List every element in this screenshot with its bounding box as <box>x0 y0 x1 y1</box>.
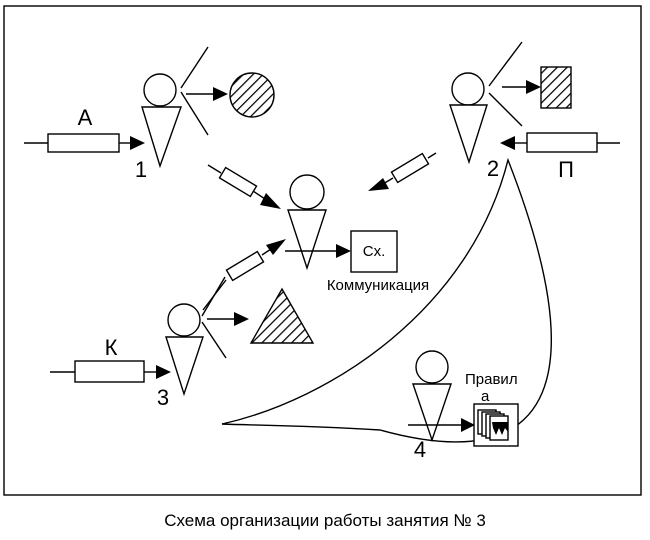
label-number-2: 2 <box>487 156 499 181</box>
rules-label-line1: Правил <box>465 371 518 388</box>
arrow-to-rules-box <box>408 418 475 432</box>
rules-label-line2: а <box>481 388 490 405</box>
input-a-connector <box>24 133 145 153</box>
label-number-1: 1 <box>135 157 147 182</box>
communication-label: Коммуникация <box>327 277 429 294</box>
arrow-to-square <box>502 80 541 94</box>
label-k: К <box>105 335 118 360</box>
label-a: А <box>78 105 93 130</box>
rules-box <box>473 403 519 447</box>
documents-icon <box>477 409 509 441</box>
participant-2 <box>449 41 523 165</box>
label-number-3: 3 <box>157 385 169 410</box>
scheme-box-label: Сх. <box>363 243 386 260</box>
input-p-connector <box>500 132 620 153</box>
scheme-box: Сх. <box>350 230 398 273</box>
input-k-connector <box>50 360 171 383</box>
central-participant <box>287 174 327 271</box>
arrow-to-scheme-box <box>285 244 351 258</box>
label-p: П <box>558 157 574 182</box>
connector-3-to-center <box>202 239 286 311</box>
diagram-caption: Схема организации работы занятия № 3 <box>164 511 486 530</box>
participant-3 <box>165 276 227 397</box>
participant-4 <box>412 350 452 443</box>
hatched-circle <box>229 72 275 118</box>
arrow-to-triangle <box>207 312 249 326</box>
hatched-triangle <box>249 287 315 344</box>
arrow-to-circle <box>186 87 228 101</box>
connector-2-to-center <box>368 152 437 191</box>
hatched-square <box>540 66 572 109</box>
participant-1 <box>141 46 209 169</box>
curved-region-boundary <box>221 157 553 443</box>
label-number-4: 4 <box>414 437 426 462</box>
connector-1-to-center <box>207 164 281 209</box>
diagram-frame <box>3 5 642 496</box>
